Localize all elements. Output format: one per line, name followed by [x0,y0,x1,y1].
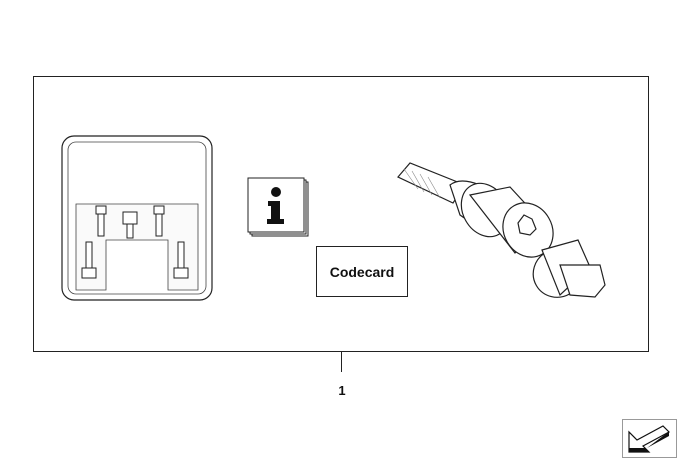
codecard-label: Codecard [316,246,408,297]
back-navigation-button[interactable] [622,419,677,458]
lock-bolt-case-image [61,135,213,301]
parts-group-frame [33,76,649,352]
info-leaflet-icon [247,177,309,237]
wheel-lock-bolt-image [397,162,606,298]
callout-number[interactable]: 1 [338,383,346,398]
callout-leader-line [341,352,342,372]
arrow-down-left-icon [628,425,670,453]
